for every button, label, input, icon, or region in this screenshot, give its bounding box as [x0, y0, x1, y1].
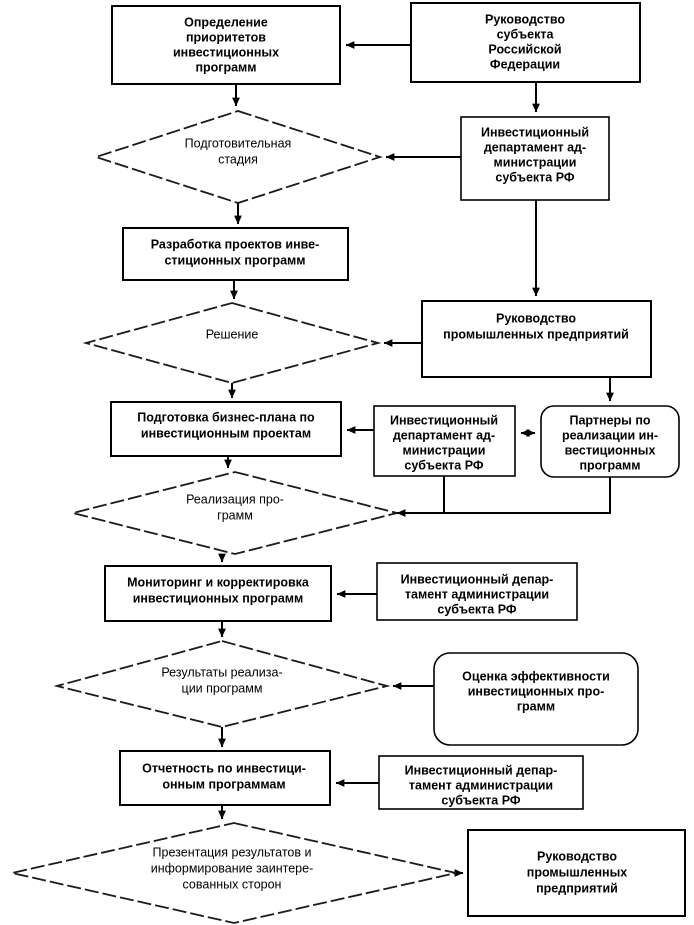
- node-label-line: тамент администрации: [405, 587, 549, 601]
- node-label-line: программ: [579, 458, 640, 472]
- node-label-line: субъекта РФ: [495, 170, 574, 184]
- node-label-line: Российской: [488, 42, 561, 56]
- node-investment-department-4[interactable]: Инвестиционный депар- тамент администрац…: [378, 755, 584, 810]
- node-label-line: Отчетность по инвестици-: [142, 761, 306, 775]
- node-label-line: Партнеры по: [570, 413, 651, 427]
- node-define-priorities[interactable]: Определение приоритетов инвестиционных п…: [111, 5, 341, 85]
- node-develop-program-projects[interactable]: Разработка проектов инве- стиционных про…: [122, 227, 349, 281]
- node-program-implementation[interactable]: Реализация про- грамм: [72, 471, 398, 555]
- node-label-line: инвестиционным проектам: [141, 426, 311, 440]
- node-label-line: промышленных предприятий: [443, 327, 629, 341]
- node-label-line: Разработка проектов инве-: [151, 237, 320, 251]
- node-investment-department-1[interactable]: Инвестиционный департамент ад- министрац…: [460, 116, 610, 201]
- node-label-line: тамент администрации: [409, 778, 553, 792]
- node-results-presentation[interactable]: Презентация результатов и информирование…: [11, 822, 457, 924]
- node-label-line: промышленных: [527, 865, 627, 879]
- node-rf-subject-leadership[interactable]: Руководство субъекта Российской Федераци…: [410, 2, 641, 83]
- node-label-line: Реализация про-: [186, 492, 284, 506]
- connector-e14: [396, 476, 445, 517]
- node-program-results[interactable]: Результаты реализа- ции программ: [53, 640, 391, 728]
- connector-e15: [444, 477, 611, 514]
- node-label-line: стиционных программ: [164, 253, 305, 267]
- node-label-line: предприятий: [536, 881, 618, 895]
- node-label-line: Мониторинг и корректировка: [127, 575, 310, 589]
- node-label-line: Руководство: [496, 311, 576, 325]
- node-label-line: инвестиционных: [173, 45, 279, 59]
- node-label-line: грамм: [517, 699, 555, 713]
- node-label-line: стадия: [218, 152, 258, 166]
- node-investment-department-3[interactable]: Инвестиционный депар- тамент администрац…: [376, 562, 578, 621]
- node-label-line: Руководство: [537, 849, 617, 863]
- node-label-line: субъекта РФ: [441, 793, 520, 807]
- node-label-line: Презентация результатов и: [153, 845, 312, 859]
- node-label-line: информирование заинтере-: [151, 861, 314, 875]
- node-label-line: субъекта РФ: [404, 458, 483, 472]
- node-label-line: Руководство: [485, 12, 565, 26]
- node-label-line: департамент ад-: [484, 140, 586, 154]
- node-label-line: субъекта РФ: [437, 602, 516, 616]
- node-label-line: сованных сторон: [183, 877, 282, 891]
- connector-layer: [218, 41, 614, 877]
- node-label-line: ции программ: [182, 681, 263, 695]
- node-label-line: Инвестиционный депар-: [401, 572, 554, 586]
- node-industrial-enterprises-leadership-1[interactable]: Руководство промышленных предприятий: [421, 300, 652, 378]
- node-label-line: программ: [195, 60, 256, 74]
- node-label-line: приоритетов: [186, 30, 266, 44]
- node-label-line: Оценка эффективности: [462, 669, 610, 683]
- node-label-line: Федерации: [490, 57, 560, 71]
- node-label-line: онным программам: [162, 777, 285, 791]
- node-label-line: Инвестиционный: [481, 125, 589, 139]
- node-label-line: Подготовка бизнес-плана по: [137, 410, 315, 424]
- node-label-line: Определение: [184, 15, 268, 29]
- node-investment-department-2[interactable]: Инвестиционный департамент ад- министрац…: [373, 405, 516, 477]
- node-label-line: Инвестиционный: [390, 413, 498, 427]
- node-effectiveness-assessment[interactable]: Оценка эффективности инвестиционных про-…: [433, 652, 639, 746]
- node-decision[interactable]: Решение: [82, 302, 382, 384]
- node-label-line: инвестиционных про-: [468, 684, 605, 698]
- node-industrial-enterprises-leadership-2[interactable]: Руководство промышленных предприятий: [467, 829, 686, 917]
- node-implementation-partners[interactable]: Партнеры по реализации ин- вестиционных …: [540, 405, 680, 478]
- node-label-line: субъекта: [497, 27, 555, 41]
- node-business-plan-preparation[interactable]: Подготовка бизнес-плана по инвестиционны…: [110, 401, 342, 457]
- node-label-line: Инвестиционный депар-: [405, 763, 558, 777]
- node-label-line: вестиционных: [565, 443, 656, 457]
- node-label-line: реализации ин-: [562, 428, 658, 442]
- node-label-line: инвестиционных программ: [133, 591, 304, 605]
- node-label-line: министрации: [403, 443, 486, 457]
- node-label-line: Решение: [206, 327, 259, 341]
- node-preparatory-stage[interactable]: Подготовительная стадия: [93, 110, 383, 204]
- node-label-line: Подготовительная: [185, 136, 292, 150]
- node-reporting[interactable]: Отчетность по инвестици- онным программа…: [119, 750, 331, 806]
- node-monitoring-correction[interactable]: Мониторинг и корректировка инвестиционны…: [104, 565, 332, 622]
- node-label-line: грамм: [217, 508, 253, 522]
- node-label-line: департамент ад-: [393, 428, 495, 442]
- node-label-line: министрации: [494, 155, 577, 169]
- node-label-line: Результаты реализа-: [161, 665, 282, 679]
